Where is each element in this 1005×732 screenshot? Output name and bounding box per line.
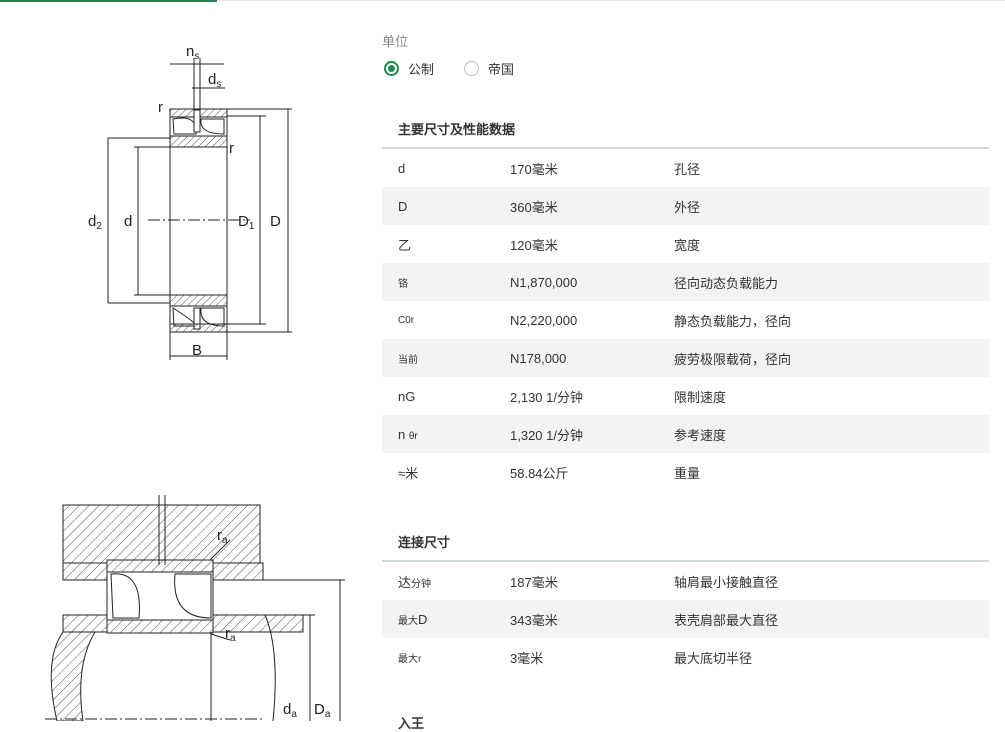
table-row: 当前 N178,000 疲劳极限载荷，径向 bbox=[382, 339, 989, 377]
row-value: 58.84公斤 bbox=[510, 465, 569, 481]
row-symbol: d bbox=[398, 160, 406, 176]
label-ds: ds bbox=[208, 71, 221, 90]
row-value: N178,000 bbox=[510, 350, 567, 366]
row-symbol: D bbox=[398, 198, 408, 214]
table-row: n θr 1,320 1/分钟 参考速度 bbox=[382, 415, 989, 453]
unit-metric-radio[interactable]: 公制 bbox=[384, 59, 434, 78]
row-value: 170毫米 bbox=[510, 161, 558, 177]
label-d: d bbox=[124, 213, 132, 230]
row-description: 孔径 bbox=[674, 161, 701, 177]
row-description: 轴肩最小接触直径 bbox=[674, 574, 779, 590]
row-symbol: 达分钟 bbox=[398, 574, 432, 590]
label-D: D bbox=[270, 213, 281, 230]
row-symbol: 铬 bbox=[398, 278, 408, 290]
unit-metric-label: 公制 bbox=[408, 62, 435, 77]
table-row: 最大r 3毫米 最大底切半径 bbox=[382, 638, 989, 676]
row-symbol: C0r bbox=[398, 314, 415, 326]
row-symbol: 最大D bbox=[398, 611, 428, 627]
row-description: 径向动态负载能力 bbox=[674, 275, 779, 291]
row-description: 宽度 bbox=[674, 237, 701, 253]
mounting-drawing: ra ra da Da bbox=[45, 495, 345, 721]
label-r-side: r bbox=[229, 140, 234, 157]
row-value: N1,870,000 bbox=[510, 274, 578, 290]
label-ra-bottom: ra bbox=[225, 625, 236, 644]
label-d2: d2 bbox=[88, 213, 102, 232]
row-description: 静态负载能力，径向 bbox=[674, 313, 792, 329]
radio-selected-icon bbox=[384, 61, 399, 76]
row-symbol: n θr bbox=[398, 426, 418, 442]
row-symbol: nG bbox=[398, 388, 416, 404]
table-row: C0r N2,220,000 静态负载能力，径向 bbox=[382, 301, 989, 339]
label-D1: D1 bbox=[238, 213, 255, 232]
unit-imperial-label: 帝国 bbox=[488, 62, 515, 77]
unit-label: 单位 bbox=[382, 34, 409, 49]
main-dimensions-table: d 170毫米 孔径 D 360毫米 外径 乙 120毫米 宽度 铬 N1,87… bbox=[382, 149, 989, 491]
top-divider bbox=[0, 0, 1005, 1]
label-da: da bbox=[283, 701, 297, 720]
row-value: 187毫米 bbox=[510, 574, 558, 590]
section-divider bbox=[382, 560, 989, 562]
row-value: N2,220,000 bbox=[510, 312, 578, 328]
row-description: 重量 bbox=[674, 465, 701, 481]
row-description: 最大底切半径 bbox=[674, 650, 753, 666]
row-description: 疲劳极限载荷，径向 bbox=[674, 351, 792, 367]
table-row: 最大D 343毫米 表壳肩部最大直径 bbox=[382, 600, 989, 638]
row-symbol: ≈米 bbox=[398, 465, 419, 481]
row-description: 限制速度 bbox=[674, 389, 727, 405]
label-Da: Da bbox=[314, 701, 331, 720]
mounting-dimensions-table: 达分钟 187毫米 轴肩最小接触直径 最大D 343毫米 表壳肩部最大直径 最大… bbox=[382, 562, 989, 676]
label-B: B bbox=[192, 342, 202, 359]
next-section-title: 入王 bbox=[398, 716, 425, 731]
unit-imperial-radio[interactable]: 帝国 bbox=[464, 59, 514, 78]
mounting-dimensions-title: 连接尺寸 bbox=[398, 535, 451, 550]
table-row: d 170毫米 孔径 bbox=[382, 149, 989, 187]
row-value: 343毫米 bbox=[510, 612, 558, 628]
label-r-top: r bbox=[158, 99, 163, 116]
row-description: 表壳肩部最大直径 bbox=[674, 612, 779, 628]
row-symbol: 当前 bbox=[398, 354, 418, 366]
table-row: ≈米 58.84公斤 重量 bbox=[382, 453, 989, 491]
table-row: 达分钟 187毫米 轴肩最小接触直径 bbox=[382, 562, 989, 600]
main-dimensions-title: 主要尺寸及性能数据 bbox=[398, 122, 516, 137]
unit-radio-group: 公制 帝国 bbox=[384, 59, 544, 78]
row-value: 3毫米 bbox=[510, 650, 544, 666]
section-divider bbox=[382, 147, 989, 149]
bearing-section-drawing: ns ds r r d2 d D1 D B bbox=[88, 43, 292, 360]
row-value: 1,320 1/分钟 bbox=[510, 427, 583, 443]
row-value: 360毫米 bbox=[510, 199, 558, 215]
row-description: 参考速度 bbox=[674, 427, 727, 443]
table-row: 乙 120毫米 宽度 bbox=[382, 225, 989, 263]
table-row: 铬 N1,870,000 径向动态负载能力 bbox=[382, 263, 989, 301]
table-row: nG 2,130 1/分钟 限制速度 bbox=[382, 377, 989, 415]
active-tab-indicator bbox=[0, 0, 217, 2]
row-symbol: 最大r bbox=[398, 653, 422, 665]
label-ra-top: ra bbox=[217, 527, 228, 546]
row-value: 2,130 1/分钟 bbox=[510, 389, 583, 405]
label-ns: ns bbox=[186, 43, 199, 62]
radio-empty-icon bbox=[464, 61, 480, 76]
row-symbol: 乙 bbox=[398, 237, 412, 253]
row-description: 外径 bbox=[674, 199, 701, 215]
row-value: 120毫米 bbox=[510, 237, 558, 253]
table-row: D 360毫米 外径 bbox=[382, 187, 989, 225]
